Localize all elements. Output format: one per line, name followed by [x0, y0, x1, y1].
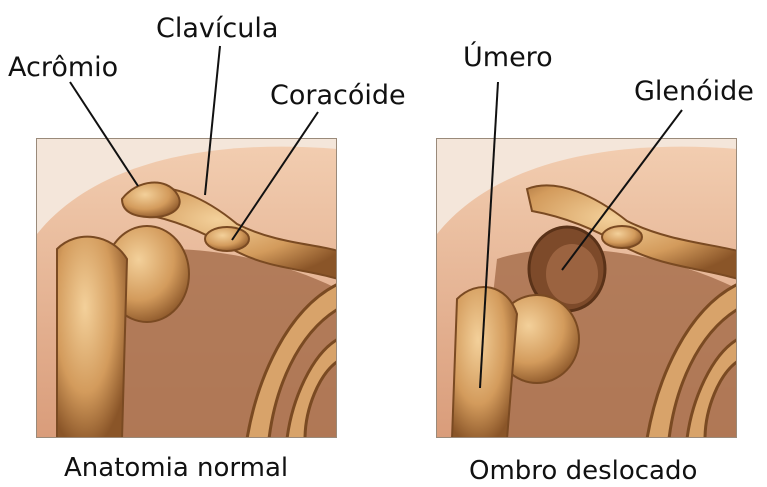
- coracoide-leader: [232, 112, 318, 240]
- caption-dislocated-shoulder: Ombro deslocado: [469, 458, 697, 484]
- label-clavicula: Clavícula: [156, 15, 278, 42]
- label-coracoide: Coracóide: [270, 82, 406, 109]
- glenoide-leader: [562, 110, 682, 270]
- label-glenoide: Glenóide: [634, 78, 754, 105]
- acromio-leader: [70, 82, 138, 186]
- clavicula-leader: [205, 46, 220, 195]
- label-umero: Úmero: [463, 44, 553, 71]
- label-acromio: Acrômio: [8, 54, 118, 81]
- caption-normal-anatomy: Anatomia normal: [64, 455, 288, 481]
- umero-leader: [480, 82, 498, 388]
